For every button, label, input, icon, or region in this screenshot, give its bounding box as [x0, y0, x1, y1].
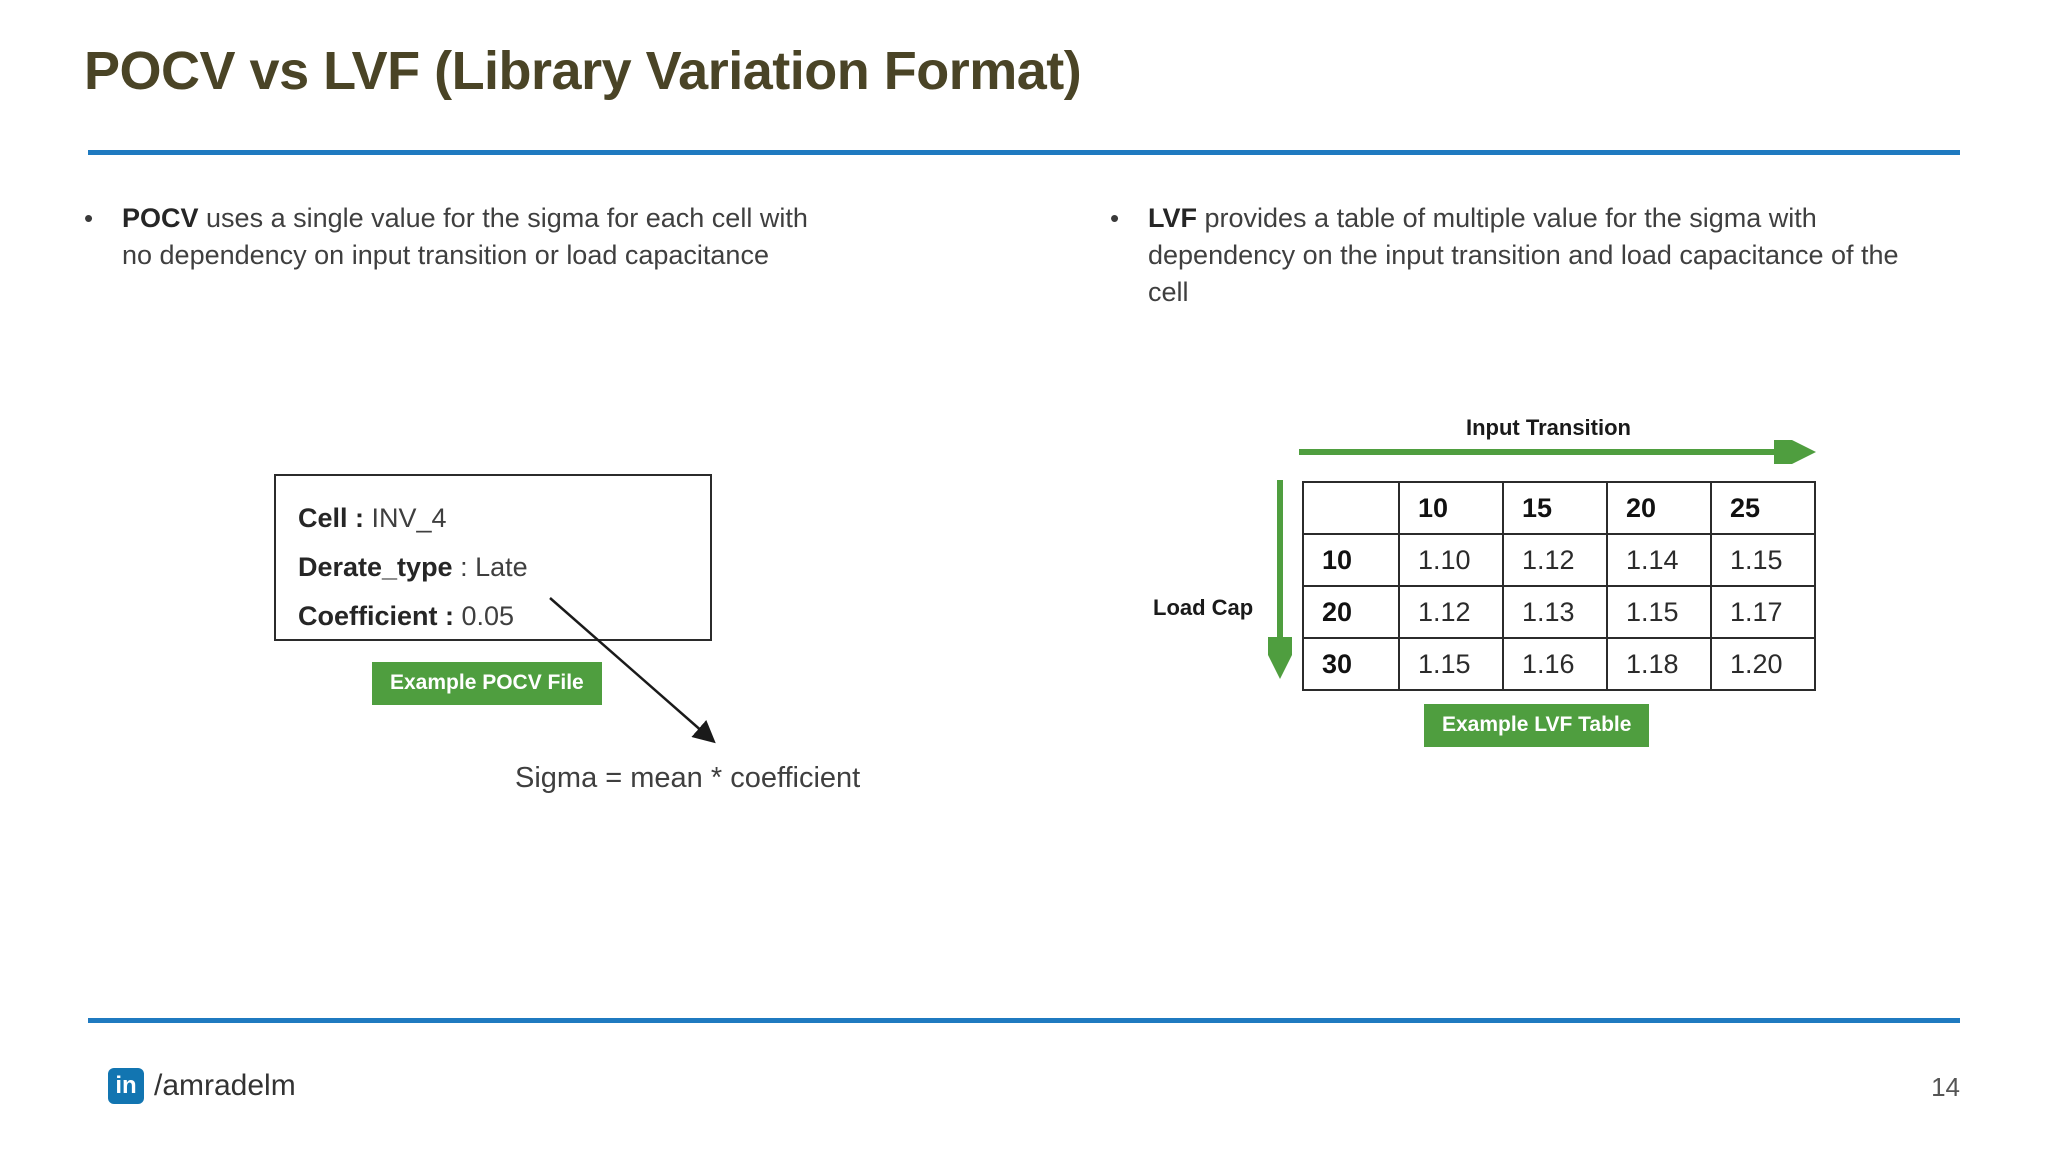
pointer-arrow-to-equation: [549, 597, 716, 744]
table-cell-0-2: 1.14: [1606, 533, 1712, 587]
bullet-marker-icon: •: [84, 203, 94, 233]
table-col-header-1: 15: [1502, 481, 1608, 535]
lvf-y-axis-label: Load Cap: [1153, 595, 1254, 620]
linkedin-icon: in: [108, 1068, 144, 1104]
footer-linkedin-handle[interactable]: in /amradelm: [108, 1068, 296, 1104]
pocv-row-derate-type: Derate_type : Late: [298, 543, 710, 592]
table-cell-1-2: 1.15: [1606, 585, 1712, 639]
lvf-x-axis-label: Input Transition: [1466, 415, 1631, 440]
table-cell-1-0: 1.12: [1398, 585, 1504, 639]
page-title: POCV vs LVF (Library Variation Format): [84, 41, 1082, 101]
table-row: 30 1.15 1.16 1.18 1.20: [1302, 637, 1816, 691]
bullet-pocv-lead: POCV: [122, 203, 199, 233]
bullet-pocv: • POCV uses a single value for the sigma…: [84, 200, 844, 274]
pocv-example-box: Cell : INV_4 Derate_type : Late Coeffici…: [274, 474, 712, 641]
table-row: 10 1.10 1.12 1.14 1.15: [1302, 533, 1816, 587]
pocv-row-coefficient-value: 0.05: [454, 601, 515, 631]
table-row-header-0: 10: [1302, 533, 1400, 587]
table-cell-2-0: 1.15: [1398, 637, 1504, 691]
badge-example-pocv-file: Example POCV File: [372, 662, 602, 705]
table-cell-0-3: 1.15: [1710, 533, 1816, 587]
table-row: 20 1.12 1.13 1.15 1.17: [1302, 585, 1816, 639]
pocv-row-coefficient: Coefficient : 0.05: [298, 592, 710, 641]
bullet-pocv-text: POCV uses a single value for the sigma f…: [122, 200, 844, 274]
table-cell-1-3: 1.17: [1710, 585, 1816, 639]
page-number: 14: [1931, 1072, 1960, 1102]
sigma-equation: Sigma = mean * coefficient: [515, 762, 861, 794]
load-cap-arrow-icon: [1268, 480, 1292, 679]
pocv-row-cell: Cell : INV_4: [298, 494, 710, 543]
pocv-row-coefficient-label: Coefficient :: [298, 601, 455, 631]
badge-example-lvf-table: Example LVF Table: [1424, 704, 1650, 747]
table-cell-0-0: 1.10: [1398, 533, 1504, 587]
table-cell-2-3: 1.20: [1710, 637, 1816, 691]
input-transition-arrow-icon: [1299, 440, 1816, 464]
bullet-pocv-rest: uses a single value for the sigma for ea…: [122, 203, 808, 270]
bullet-lvf-rest: provides a table of multiple value for t…: [1148, 203, 1899, 307]
table-row-header-1: 20: [1302, 585, 1400, 639]
pocv-row-derate-type-value: : Late: [452, 552, 528, 582]
table-cell-2-2: 1.18: [1606, 637, 1712, 691]
pocv-row-cell-label: Cell :: [298, 503, 365, 533]
bullet-lvf: • LVF provides a table of multiple value…: [1110, 200, 1900, 311]
header-divider: [88, 150, 1960, 155]
table-col-header-2: 20: [1606, 481, 1712, 535]
footer-divider: [88, 1018, 1960, 1023]
pocv-row-derate-type-label: Derate_type: [298, 552, 453, 582]
table-col-header-3: 25: [1710, 481, 1816, 535]
table-cell-1-1: 1.13: [1502, 585, 1608, 639]
lvf-table: 10 15 20 25 10 1.10 1.12 1.14 1.15 20 1.…: [1302, 481, 1816, 691]
pocv-row-cell-value: INV_4: [364, 503, 447, 533]
table-cell-2-1: 1.16: [1502, 637, 1608, 691]
table-header-row: 10 15 20 25: [1302, 481, 1816, 535]
table-row-header-2: 30: [1302, 637, 1400, 691]
bullet-marker-icon: •: [1110, 203, 1120, 233]
bullet-lvf-lead: LVF: [1148, 203, 1197, 233]
table-col-header-0: 10: [1398, 481, 1504, 535]
bullet-lvf-text: LVF provides a table of multiple value f…: [1148, 200, 1900, 311]
table-cell-0-1: 1.12: [1502, 533, 1608, 587]
linkedin-handle-text: /amradelm: [154, 1069, 296, 1102]
table-corner-cell: [1302, 481, 1400, 535]
